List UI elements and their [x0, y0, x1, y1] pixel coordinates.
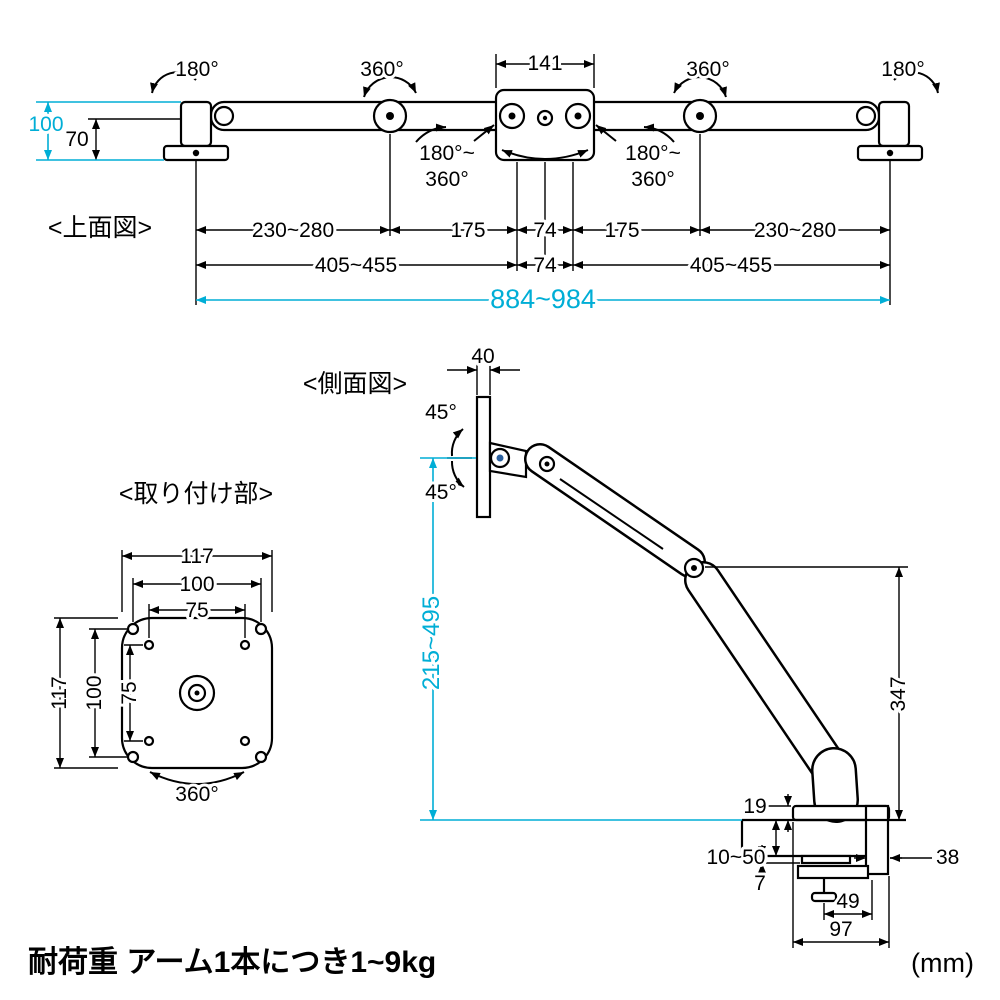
- label-swivel-left: 360°: [360, 58, 403, 81]
- top-view-dimension-lines-cyan: [36, 101, 890, 304]
- top-view-rotation-arrows: [150, 71, 940, 160]
- label-tilt-up: 45°: [425, 401, 457, 424]
- swivel-left-arrow-icon: [363, 76, 417, 98]
- side-view-dimension-lines: [447, 362, 932, 948]
- clamp-pad: [800, 854, 852, 865]
- label-mount-height-outer: 117: [48, 676, 71, 709]
- top-view-drawing: [162, 88, 924, 162]
- vesa-rotation-arrow-icon: [149, 771, 245, 785]
- label-rotate-right: 180°: [881, 58, 924, 81]
- label-desk-thickness-range: 10~50: [707, 846, 766, 869]
- top-view-caption: <上面図>: [48, 214, 152, 242]
- label-center-half-right: 74: [533, 254, 557, 277]
- label-joint-right-range-2: 360°: [631, 168, 674, 191]
- label-clamp-pad-thickness: 7: [754, 872, 766, 895]
- top-view-dimension-lines: [88, 54, 891, 305]
- label-base-inner-depth: 70: [65, 128, 88, 151]
- rotate-left-arrow-icon: [150, 71, 197, 94]
- label-mount-rotation: 360°: [175, 783, 218, 806]
- label-clamp-inner-depth: 49: [836, 890, 859, 913]
- label-joint-right-range-1: 180°~: [625, 142, 681, 165]
- label-arm-outer-left: 230~280: [252, 219, 334, 242]
- label-mount-height-75: 75: [118, 681, 141, 704]
- clamp-back-plate: [864, 804, 890, 876]
- tilt-down-arrow-icon: [450, 460, 465, 488]
- unit-note: (mm): [911, 948, 974, 978]
- center-rotation-arrow-icon: [501, 149, 589, 160]
- label-joint-left-range-2: 360°: [425, 168, 468, 191]
- joint-left-arrow-icon: [415, 123, 447, 143]
- side-view-dimension-lines-cyan: [420, 457, 742, 821]
- mount-view-dimension-lines: [54, 550, 273, 785]
- label-mount-width-75: 75: [185, 599, 208, 622]
- mount-view-drawing: [120, 616, 274, 770]
- mount-view-caption: <取り付け部>: [119, 480, 273, 508]
- side-view-drawing: [475, 395, 906, 903]
- label-arm-rise: 347: [887, 676, 910, 711]
- rotate-right-arrow-icon: [893, 71, 940, 94]
- clamp-knob: [810, 891, 838, 903]
- label-mount-height-100: 100: [83, 675, 106, 710]
- tilt-up-arrow-icon: [450, 428, 464, 457]
- label-arm-inner-right: 175: [604, 219, 639, 242]
- label-height-range: 215~495: [418, 596, 445, 690]
- label-arm-total-left: 405~455: [315, 254, 397, 277]
- label-clamp-top-height: 19: [743, 795, 766, 818]
- label-swivel-right: 360°: [686, 58, 729, 81]
- label-overall-width: 884~984: [490, 284, 596, 314]
- left-post: [179, 100, 213, 148]
- label-mount-width-100: 100: [179, 573, 214, 596]
- label-clamp-back-width: 38: [936, 846, 959, 869]
- label-arm-outer-right: 230~280: [754, 219, 836, 242]
- joint-right-arrow-icon: [643, 123, 675, 143]
- label-tilt-down: 45°: [425, 481, 457, 504]
- side-view-caption: <側面図>: [303, 370, 407, 398]
- label-arm-inner-left: 175: [450, 219, 485, 242]
- clamp-under-arm: [796, 864, 870, 880]
- monitor-plate: [475, 395, 492, 519]
- right-post: [877, 100, 911, 148]
- label-clamp-total-depth: 97: [829, 918, 852, 941]
- label-base-depth: 100: [28, 113, 63, 136]
- label-arm-total-right: 405~455: [690, 254, 772, 277]
- label-joint-left-range-1: 180°~: [419, 142, 475, 165]
- label-center-half-left: 74: [533, 219, 557, 242]
- label-vesa-thickness: 40: [471, 345, 494, 368]
- load-capacity-note: 耐荷重 アーム1本につき1~9kg: [28, 946, 436, 979]
- swivel-right-arrow-icon: [673, 76, 727, 98]
- label-center-plate-width: 141: [527, 52, 562, 75]
- label-rotate-left: 180°: [175, 58, 218, 81]
- label-mount-width-outer: 117: [180, 545, 213, 568]
